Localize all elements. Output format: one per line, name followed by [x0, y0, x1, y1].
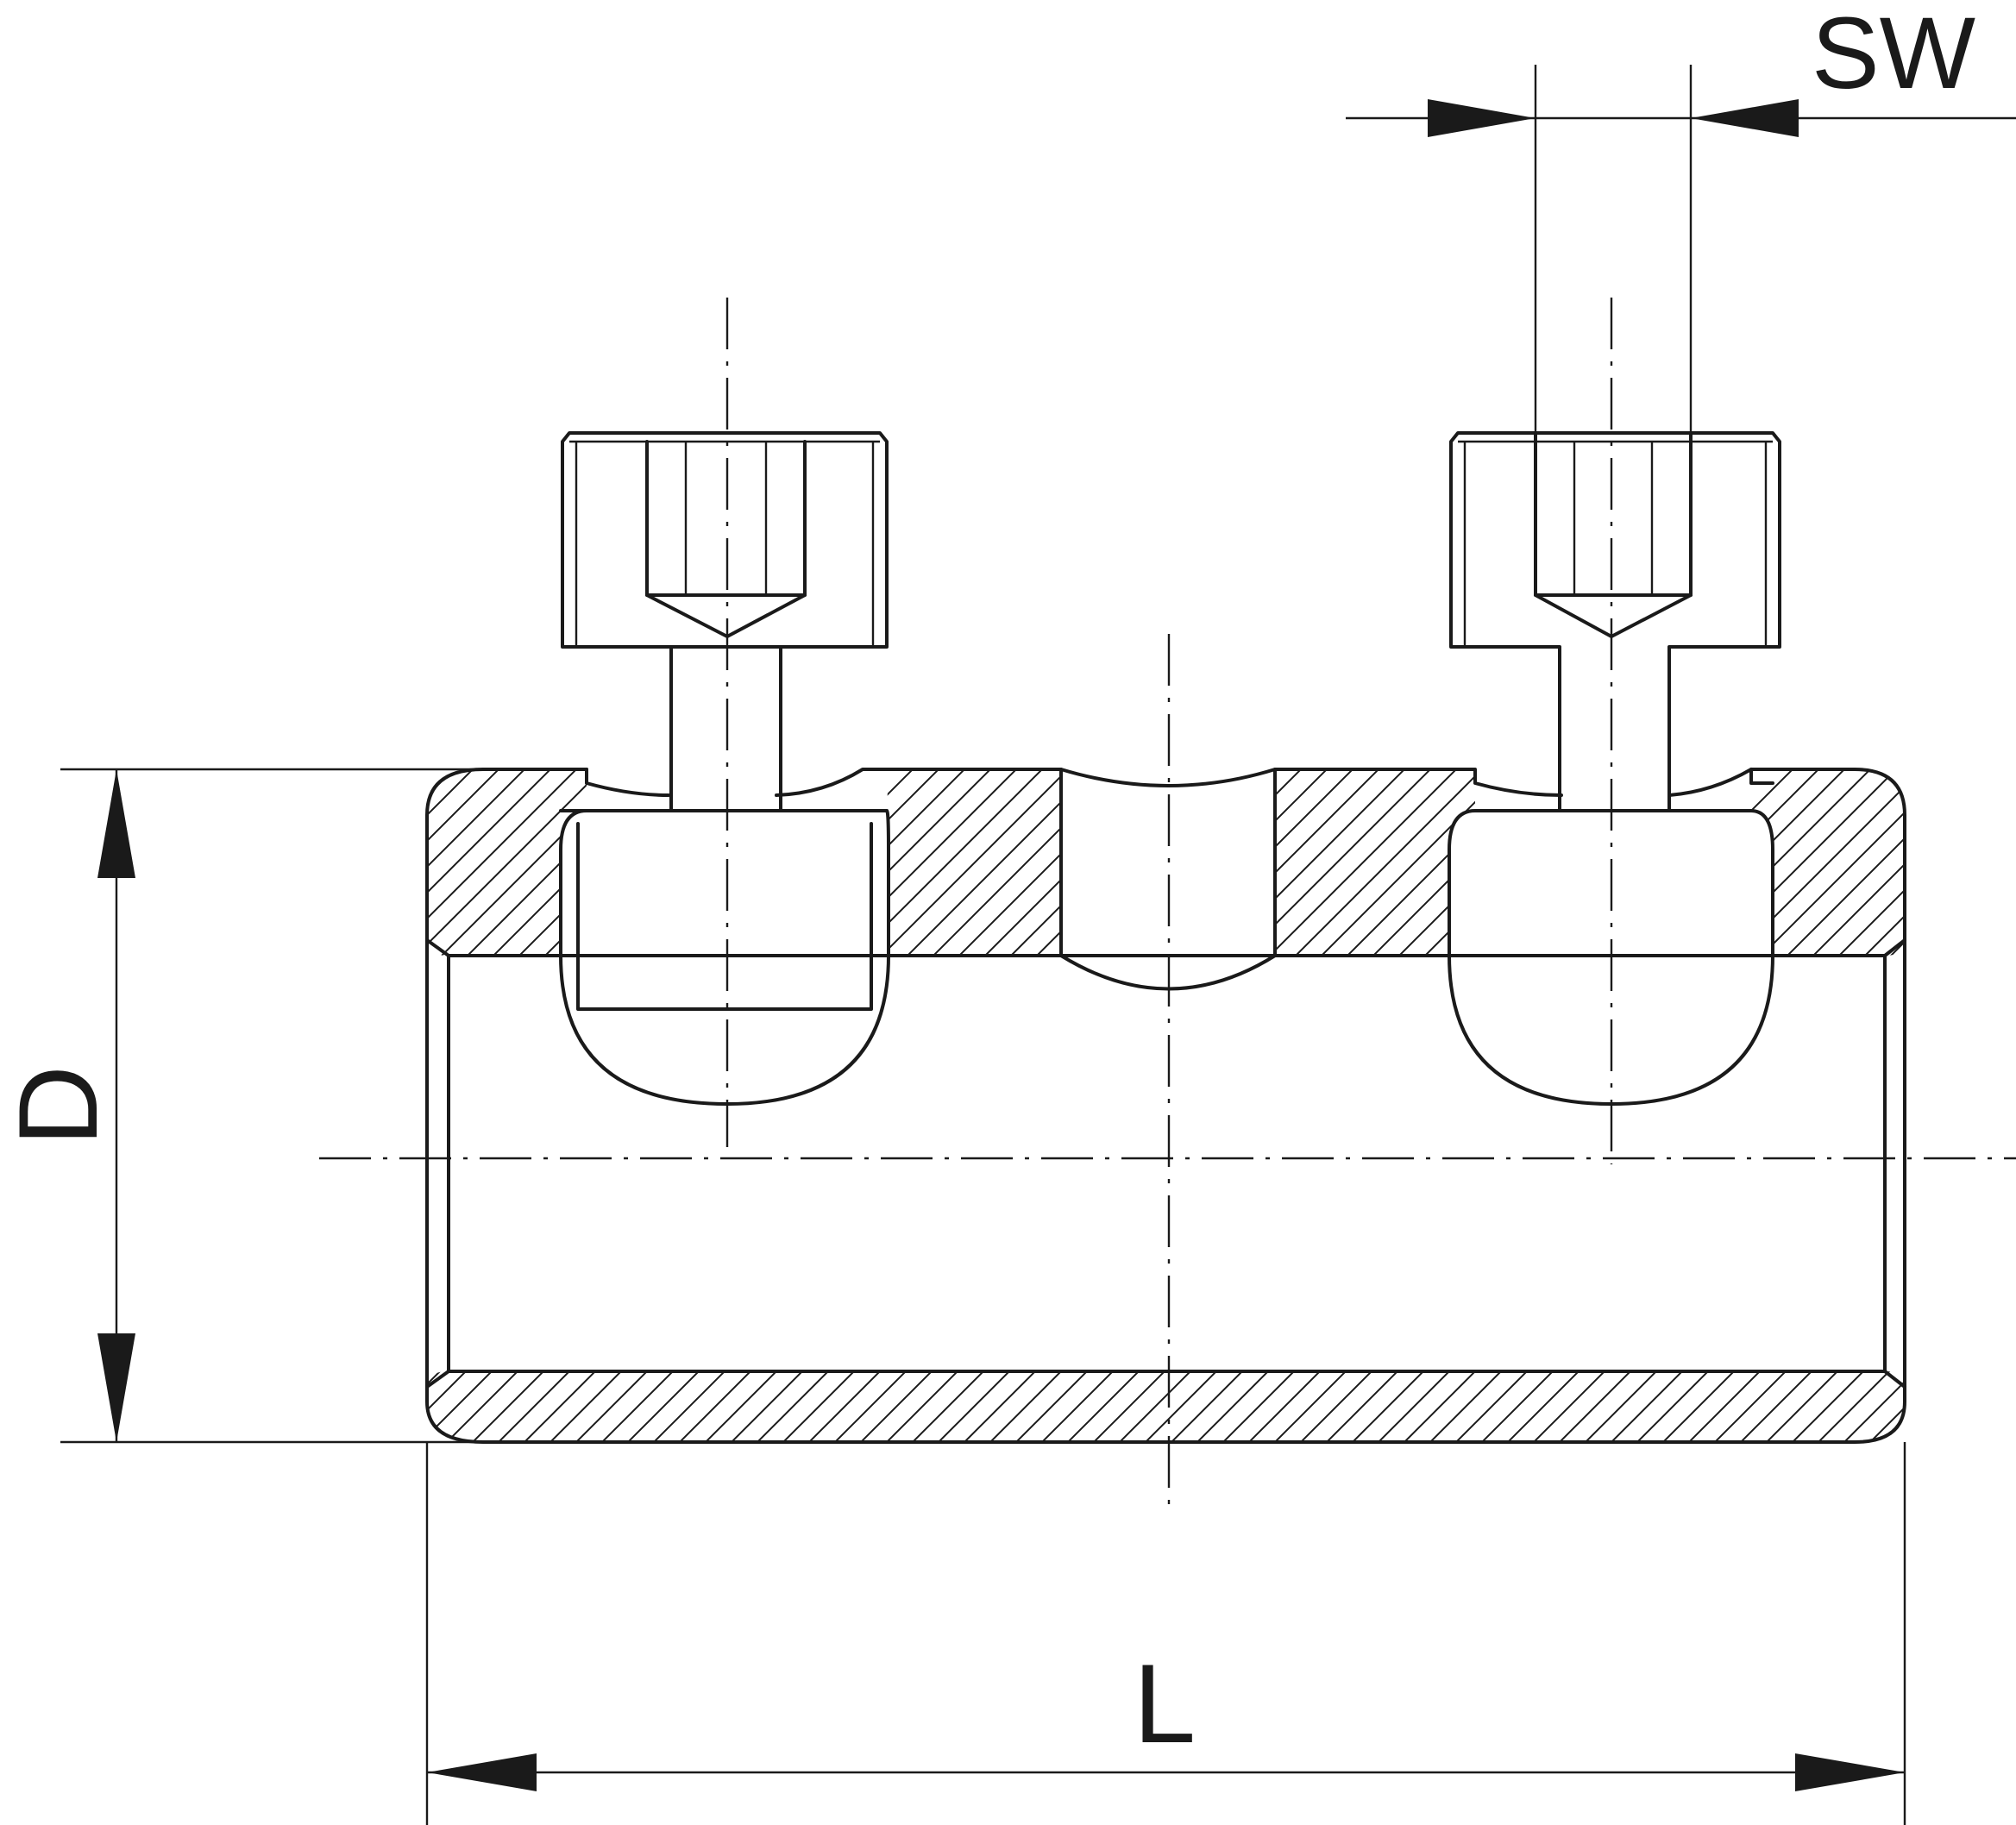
sw-label: SW: [1812, 0, 1975, 110]
dimension-l: L: [425, 1442, 1906, 1825]
l-label: L: [1134, 1640, 1196, 1766]
left-screw-bore: [559, 809, 890, 1106]
dimension-sw: SW: [1346, 0, 2016, 433]
center-lines: [319, 298, 2016, 1509]
left-screw: [561, 431, 889, 812]
hatched-wall-top: [427, 769, 1905, 956]
hatched-wall-bottom: [427, 1371, 1905, 1442]
connector-body: [425, 768, 1906, 1444]
right-screw: [1449, 431, 1781, 812]
d-label: D: [0, 1065, 121, 1146]
dimension-d: D: [0, 768, 483, 1444]
